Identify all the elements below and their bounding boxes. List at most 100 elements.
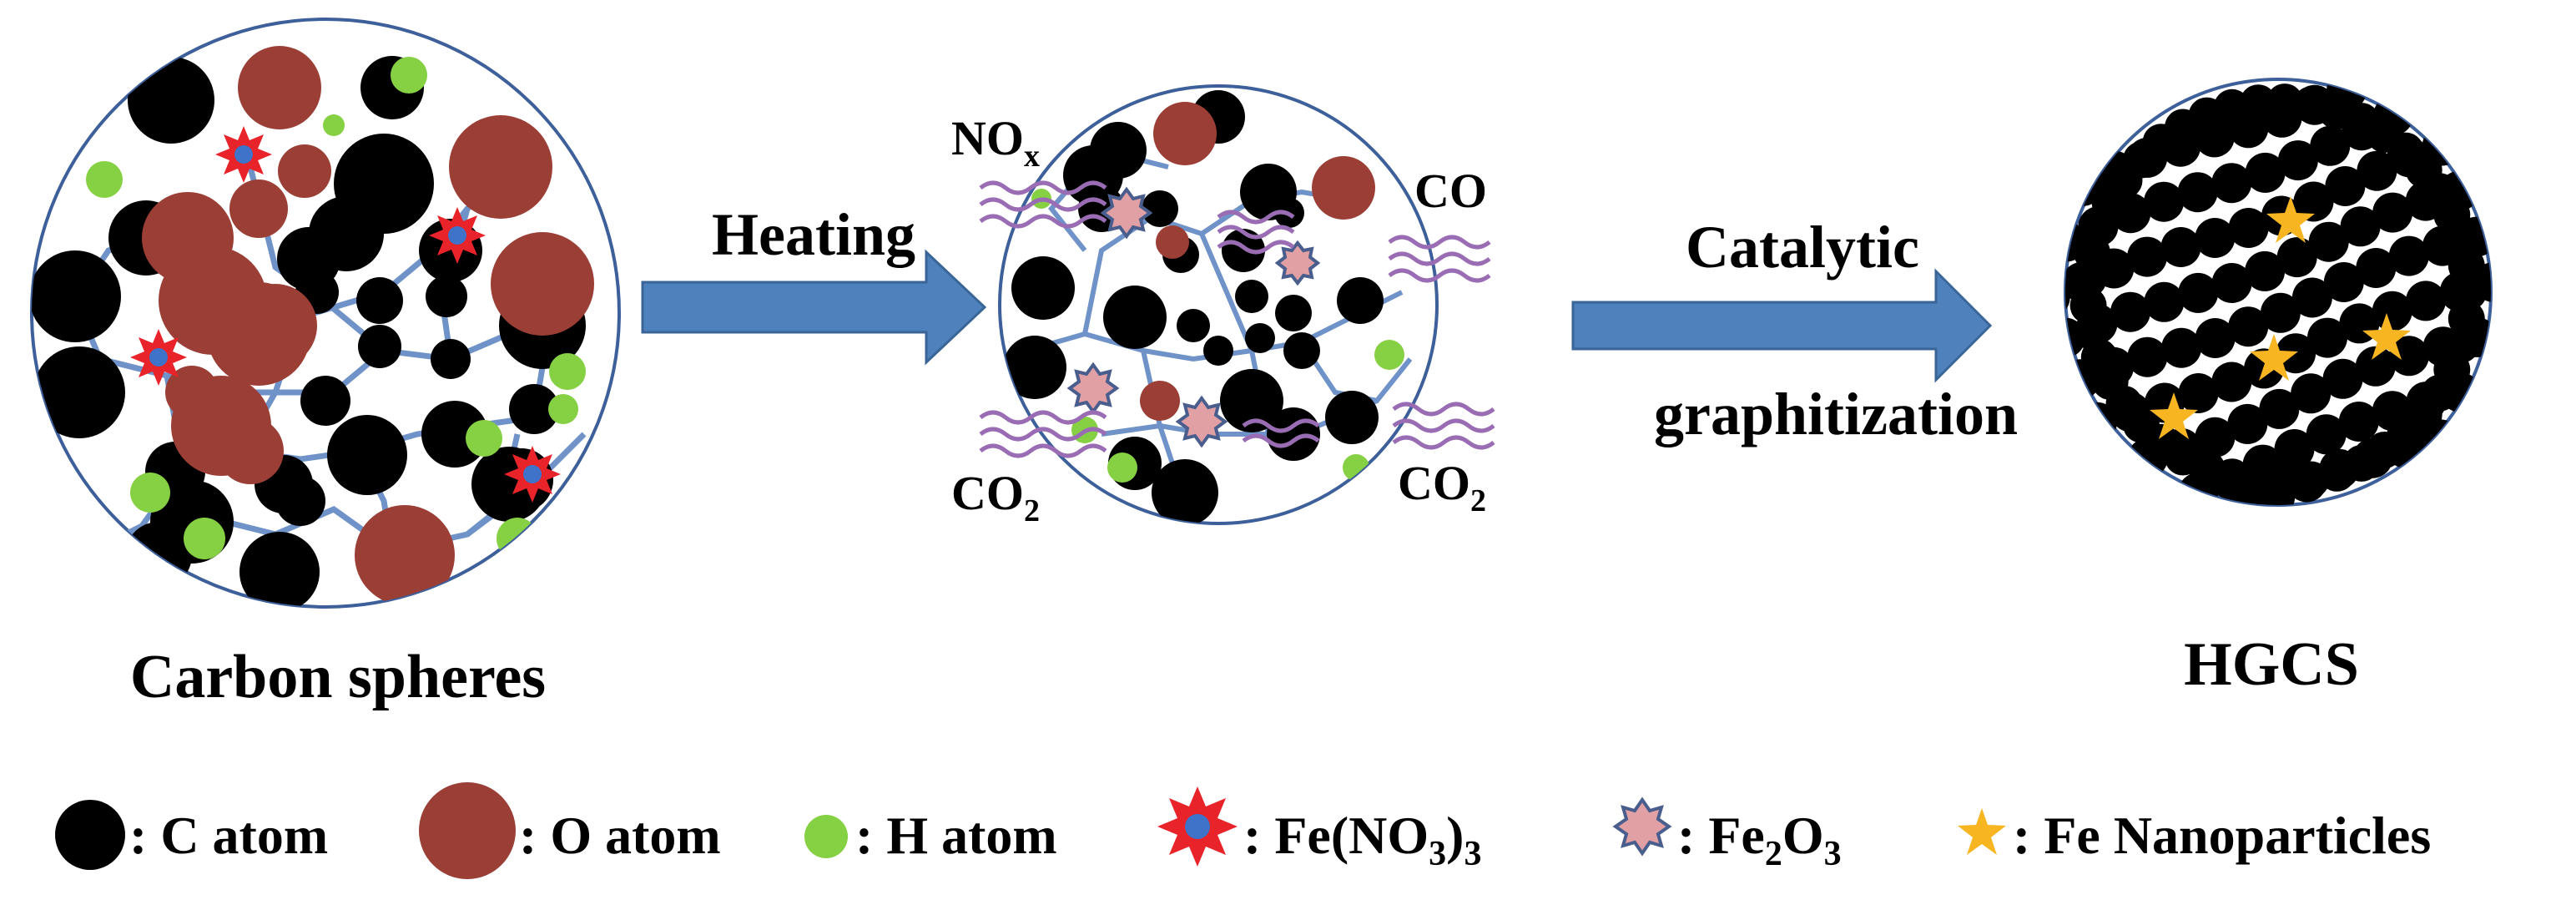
gas-waves-outer	[979, 180, 1495, 458]
h-atom-icon	[804, 815, 848, 858]
carbon-bead	[2490, 206, 2491, 247]
co2-right-wave	[1392, 402, 1495, 417]
carbon-bead	[2518, 382, 2558, 422]
co-wave	[1388, 268, 1491, 283]
co2-right-wave	[1392, 435, 1495, 450]
carbon-bead	[2473, 361, 2491, 402]
nox-wave	[979, 180, 1107, 195]
heated-sphere-panel: NOx CO CO2 CO2	[951, 84, 1495, 528]
oxygen-atoms-2	[1140, 102, 1375, 421]
carbon-bead	[1983, 251, 2023, 291]
fe-nanoparticle-star-icon	[1958, 808, 2006, 855]
carbon-spheres-label: Carbon spheres	[130, 643, 546, 711]
carbon-bead	[2357, 79, 2398, 95]
legend: : C atom : O atom : H atom : Fe(NO3)3 : …	[55, 782, 2431, 879]
o-atom-icon	[419, 782, 516, 879]
fe2o3-markers-2	[1066, 186, 1321, 448]
hgcs-label: HGCS	[2184, 630, 2359, 699]
carbon-bead	[2306, 414, 2347, 455]
carbon-bead	[2195, 218, 2236, 258]
carbon-bead	[2447, 247, 2485, 285]
legend-c-atom: : C atom	[129, 806, 328, 865]
co2-left-wave	[979, 410, 1107, 425]
carbon-bead	[2291, 373, 2332, 414]
nox-wave	[979, 214, 1107, 229]
carbon-bead	[2125, 531, 2165, 571]
carbon-bead	[2110, 493, 2151, 505]
carbon-bead	[2211, 163, 2252, 204]
carbon-bead	[1967, 209, 2007, 249]
carbon-bead	[2357, 150, 2397, 191]
fe-nitrate-core	[1185, 814, 1210, 839]
hgcs-panel: HGCS	[1967, 27, 2576, 699]
fe2o3-icon	[1066, 361, 1120, 415]
co-wave	[1388, 235, 1491, 250]
gas-waves-inner	[1217, 210, 1320, 448]
fe2o3-icon	[1612, 796, 1672, 857]
carbon-bead	[2127, 336, 2168, 377]
carbon-bead	[2144, 181, 2185, 222]
fe-nanoparticle-star	[2266, 196, 2315, 243]
carbon-bead	[2456, 115, 2491, 156]
carbon-bead	[2159, 520, 2199, 560]
carbon-bead	[2507, 250, 2547, 291]
carbon-bead	[2453, 408, 2491, 449]
carbon-bead	[2094, 447, 2135, 488]
carbon-bead	[2260, 292, 2301, 333]
carbon-bead	[2144, 281, 2185, 322]
carbon-bead	[2160, 227, 2201, 267]
carbon-bead	[2191, 508, 2231, 548]
co-wave	[1388, 251, 1491, 266]
legend-fe-np: : Fe Nanoparticles	[2013, 806, 2431, 865]
carbon-bead	[2406, 281, 2446, 321]
carbon-bead	[2310, 125, 2351, 166]
carbon-bead	[1999, 196, 2039, 236]
carbon-bead	[2355, 346, 2396, 387]
carbon-bead	[2307, 317, 2347, 358]
carbon-bead	[1999, 293, 2039, 333]
carbon-bead	[2538, 333, 2576, 373]
carbon-bead	[2069, 286, 2107, 324]
carbon-bead	[2266, 463, 2303, 501]
legend-fe2o3: : Fe2O3	[1677, 806, 1842, 873]
co-label: CO	[1414, 164, 1487, 218]
carbon-bead	[2372, 192, 2413, 233]
c-atom-icon	[55, 800, 125, 870]
carbon-bead	[2091, 540, 2131, 580]
carbon-bead	[2178, 272, 2219, 313]
carbon-bead	[2228, 208, 2269, 248]
carbon-bead	[2323, 262, 2364, 302]
co2-left-wave	[979, 427, 1107, 442]
carbon-bead	[2406, 82, 2446, 122]
legend-h-atom: : H atom	[855, 806, 1057, 865]
carbon-bead	[2322, 358, 2363, 399]
carbon-bead	[2422, 27, 2463, 67]
legend-o-atom: : O atom	[519, 806, 721, 865]
fe-nanoparticle-star	[2250, 334, 2298, 381]
carbon-bead	[2015, 237, 2055, 277]
fe2o3-icon	[1274, 240, 1321, 286]
co2-right-wave	[1392, 418, 1495, 433]
oxygen-atoms-1	[142, 46, 594, 605]
carbon-bead	[2388, 235, 2429, 276]
heating-label: Heating	[712, 201, 915, 268]
graphitization-label: graphitization	[1654, 381, 2018, 447]
carbon-bead	[2356, 248, 2397, 288]
carbon-bead	[2550, 366, 2576, 406]
carbon-bead	[2195, 417, 2236, 458]
carbon-bead	[2227, 403, 2268, 444]
co2-left-wave	[979, 443, 1107, 458]
carbon-bead	[2338, 402, 2379, 442]
carbon-bead	[2127, 236, 2167, 277]
carbon-bead	[2110, 291, 2150, 332]
fe-nanoparticle-star	[2362, 313, 2411, 360]
carbon-bead	[2065, 414, 2084, 455]
fe-nanoparticles-3	[2150, 196, 2411, 439]
catalytic-label: Catalytic	[1686, 214, 1919, 281]
carbon-bead	[2077, 502, 2118, 505]
carbon-bead	[2325, 166, 2366, 206]
carbon-bead	[2259, 388, 2300, 429]
carbon-bead	[2240, 84, 2277, 122]
carbon-bead	[2490, 306, 2491, 346]
